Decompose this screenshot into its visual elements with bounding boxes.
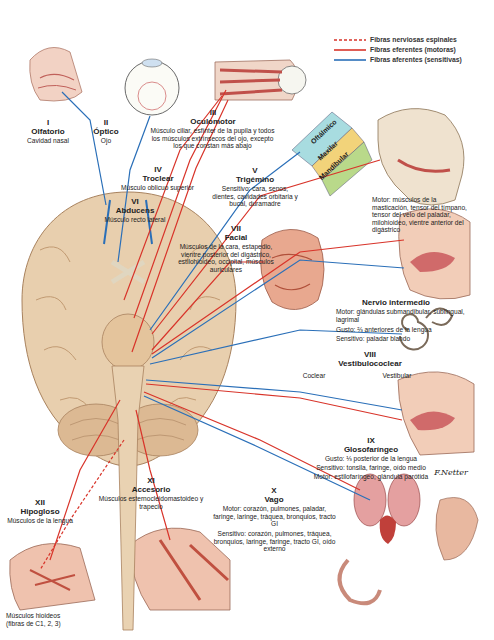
target-text: Músculos esternocleidomastoideo y trapec… — [96, 495, 206, 510]
legend-text: Fibras eferentes (motoras) — [370, 46, 492, 54]
target-text: Gusto: ⅔ anteriores de la lengua — [336, 326, 466, 334]
nerve-name: Nervio intermedio — [336, 298, 456, 307]
nerve-name: Vestibulococlear — [310, 359, 430, 368]
target-text: Sensitivo: tonsila, faringe, oído medio — [296, 464, 446, 472]
nerve-name: Olfatorio — [14, 127, 82, 136]
nerve-name: Oculomotor — [158, 117, 268, 126]
legend-text: Fibras nerviosas espinales — [370, 36, 492, 44]
nerve-name: Accesorio — [96, 485, 206, 494]
roman-numeral: XI — [96, 476, 206, 485]
target-text: Músculo recto lateral — [100, 216, 170, 224]
target-text: Sensitivo: paladar blando — [336, 335, 466, 343]
target-text: Sensitivo: corazón, pulmones, tráquea, b… — [212, 530, 337, 553]
branch-name: Vestibular — [372, 372, 422, 380]
target-text: Músculos de la lengua — [4, 517, 76, 525]
target-text: Motor: glándulas submandibular, sublingu… — [336, 308, 466, 323]
eye-drawing — [125, 59, 179, 115]
roman-numeral: VI — [100, 197, 170, 206]
nerve-name: Vago — [214, 495, 334, 504]
roman-numeral: VIII — [310, 350, 430, 359]
artist-signature: F.Netter — [426, 468, 476, 477]
roman-numeral: V — [215, 166, 295, 175]
roman-numeral: VII — [196, 224, 276, 233]
eye-muscles-drawing — [215, 60, 306, 100]
pharynx-drawing — [398, 372, 474, 455]
nerve-name: Óptico — [84, 127, 128, 136]
brain-base — [22, 192, 236, 630]
roman-numeral: II — [84, 118, 128, 127]
nerve-name: Facial — [196, 233, 276, 242]
branch-name: Coclear — [292, 372, 336, 380]
roman-numeral: IV — [118, 165, 198, 174]
target-text: Motor: músculos de la masticación, tenso… — [372, 196, 472, 234]
target-text: Sensitivo: cara, senos, dientes, cavidad… — [212, 185, 298, 208]
roman-numeral: IX — [296, 436, 446, 445]
target-text: Músculo oblicuo superior — [100, 184, 215, 192]
legend-samples — [334, 40, 366, 60]
target-text: Motor: corazón, pulmones, paladar, farin… — [212, 505, 337, 528]
nasal-cavity — [30, 48, 82, 102]
skull-drawing — [378, 109, 464, 205]
viscera-drawing — [339, 474, 478, 603]
target-text: Cavidad nasal — [14, 137, 82, 145]
target-text: Ojo — [84, 137, 128, 145]
nerve-name: Abducens — [100, 206, 170, 215]
nerve-name: Glosofaríngeo — [296, 445, 446, 454]
legend-text: Fibras aferentes (sensitivas) — [370, 56, 492, 64]
roman-numeral: I — [20, 118, 76, 127]
target-text: Músculo ciliar, esfínter de la pupila y … — [150, 127, 275, 150]
nerve-name: Hipogloso — [4, 507, 76, 516]
target-text: Músculos hioideos (fibras de C1, 2, 3) — [6, 612, 76, 627]
target-text: Gusto: ⅓ posterior de la lengua — [296, 455, 446, 463]
roman-numeral: XII — [4, 498, 76, 507]
nerve-name: Troclear — [118, 174, 198, 183]
roman-numeral: III — [158, 108, 268, 117]
target-text: Músculos de la cara, estapedio, vientre … — [178, 243, 274, 273]
target-text: Motor: estilofaríngeo, glándula parótida — [296, 473, 446, 481]
roman-numeral: X — [214, 486, 334, 495]
face-drawing — [260, 229, 324, 309]
nerve-name: Trigémino — [215, 175, 295, 184]
